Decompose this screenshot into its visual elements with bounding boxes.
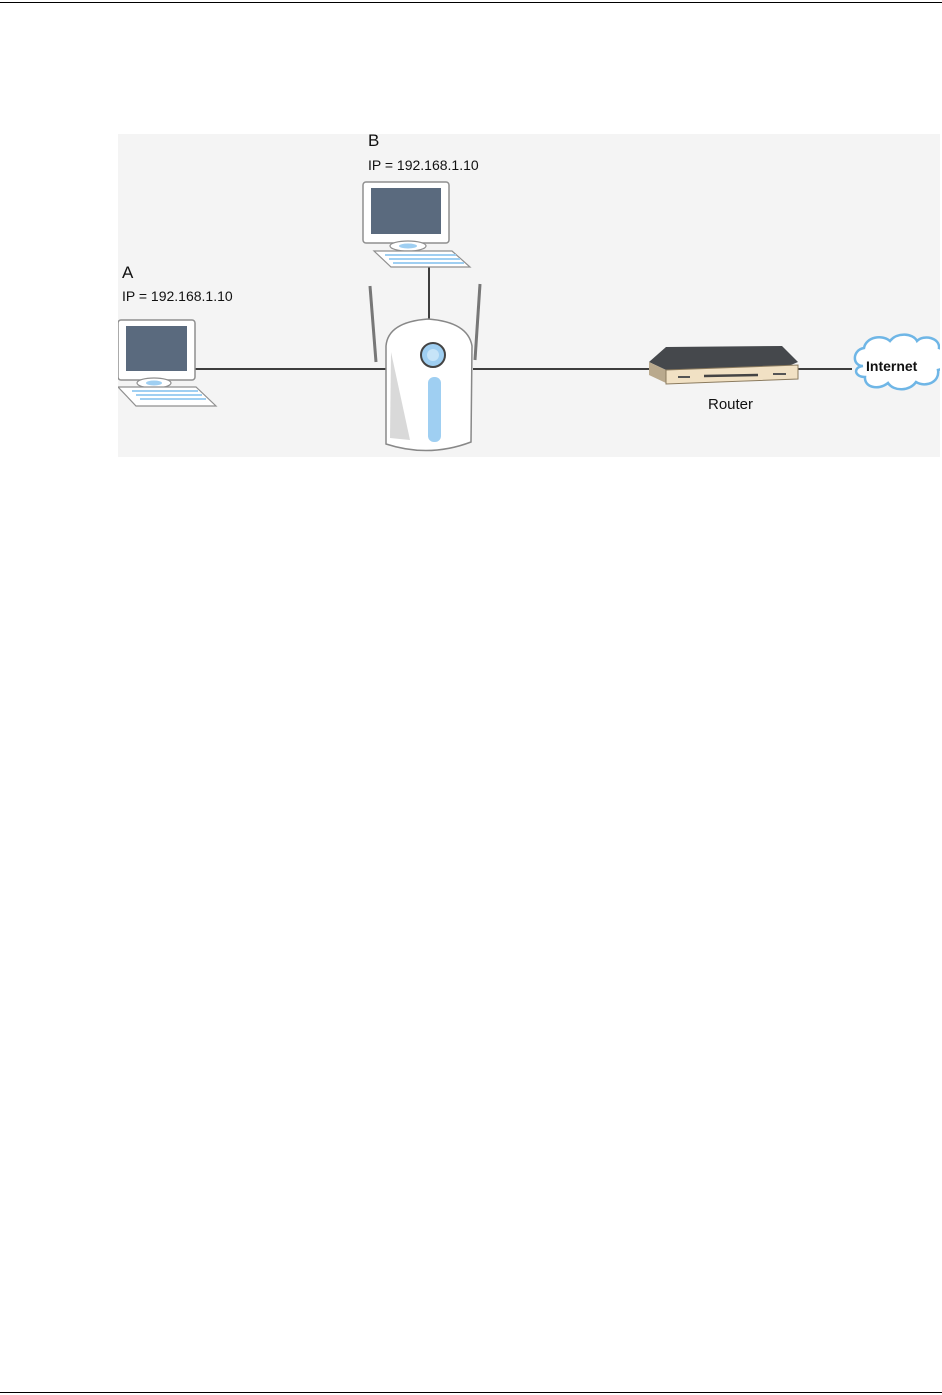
computer-a-icon [118, 320, 216, 406]
footer-rule [0, 1392, 942, 1393]
computer-b-icon [363, 182, 470, 267]
network-diagram: A IP = 192.168.1.10 B IP = 192.168.1.10 … [118, 134, 940, 457]
computer-a-label: A [122, 263, 133, 283]
computer-b-ip: IP = 192.168.1.10 [368, 157, 479, 173]
header-rule [0, 2, 942, 3]
router-label: Router [708, 396, 753, 413]
computer-b-label: B [368, 131, 379, 151]
access-point-icon [370, 284, 480, 451]
router-icon [649, 346, 798, 384]
internet-label: Internet [866, 358, 917, 374]
computer-a-ip: IP = 192.168.1.10 [122, 288, 233, 304]
